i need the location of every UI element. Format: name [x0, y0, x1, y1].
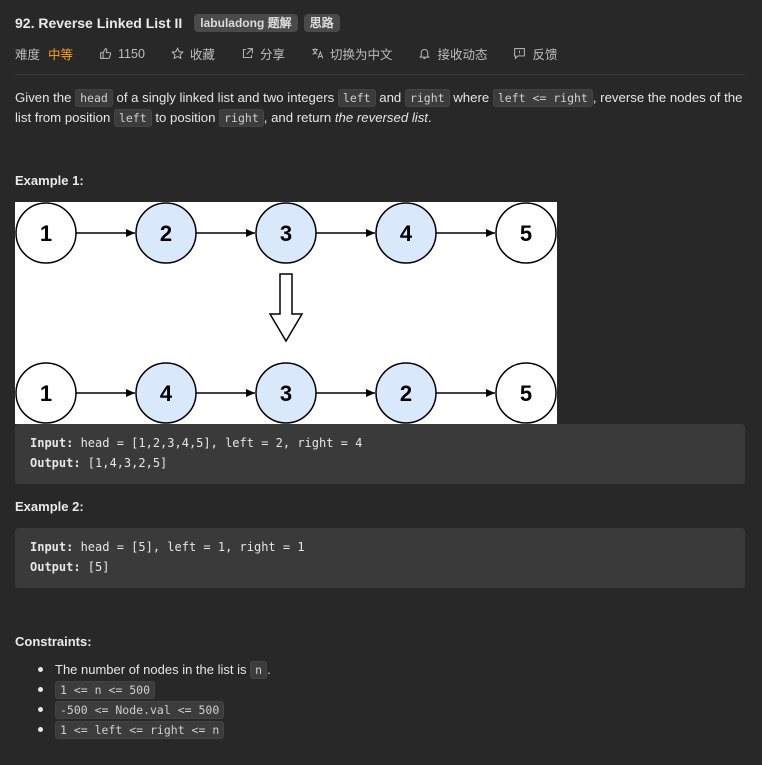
code-head: head: [75, 89, 113, 107]
example-2-output: Output: [5]: [15, 557, 745, 577]
share-label: 分享: [259, 48, 285, 62]
top-node-4: [375, 202, 437, 264]
example-1-title: Example 1:: [15, 173, 84, 188]
constraint-code: 1 <= n <= 500: [55, 681, 156, 699]
input-label: Input:: [30, 540, 74, 554]
bottom-node-label: 5: [520, 381, 532, 406]
top-node-3: [255, 202, 317, 264]
bottom-node-5: [495, 362, 557, 424]
linked-list-diagram: 1 2 3 4 5 1 4 3 2: [15, 202, 557, 424]
code-right: right: [219, 109, 264, 127]
translate-icon: [312, 48, 324, 59]
bottom-node-label: 4: [160, 381, 173, 406]
desc-text: , reverse the nodes of the list from pos…: [15, 90, 743, 125]
tag-idea[interactable]: 思路: [303, 14, 340, 32]
difficulty-badge: 中等: [48, 48, 74, 62]
top-node-2: [135, 202, 197, 264]
desc-text: and: [379, 90, 402, 105]
desc-emphasis: the reversed list: [334, 110, 428, 125]
top-node-label: 4: [400, 221, 413, 246]
example-1-output: Output: [1,4,3,2,5]: [15, 453, 745, 473]
constraint-text: The number of nodes in the list is: [55, 662, 247, 677]
share-icon: [242, 48, 253, 59]
bottom-node-4: [375, 362, 437, 424]
code-right: right: [404, 89, 450, 107]
problem-description: Given the head of a singly linked list a…: [15, 88, 745, 128]
example-2-title: Example 2:: [15, 499, 84, 514]
feedback-icon: [514, 48, 526, 60]
constraint-code: -500 <= Node.val <= 500: [55, 701, 225, 719]
share-button[interactable]: 分享: [241, 44, 285, 63]
constraint-item: -500 <= Node.val <= 500: [38, 700, 271, 720]
problem-title: 92. Reverse Linked List II: [15, 15, 183, 31]
bottom-node-label: 1: [40, 381, 52, 406]
code-left: left: [337, 89, 376, 107]
favorite-label: 收藏: [189, 48, 215, 62]
constraint-item: 1 <= left <= right <= n: [38, 720, 271, 740]
top-node-label: 5: [520, 221, 532, 246]
top-node-label: 3: [280, 221, 292, 246]
bottom-node-label: 2: [400, 381, 412, 406]
favorite-button[interactable]: 收藏: [171, 44, 215, 63]
example-1-input: Input: head = [1,2,3,4,5], left = 2, rig…: [15, 433, 745, 453]
subscribe-button[interactable]: 接收动态: [418, 44, 487, 63]
example-1-code: Input: head = [1,2,3,4,5], left = 2, rig…: [15, 424, 745, 484]
top-nodes: 1 2 3 4 5: [15, 202, 557, 264]
top-node-label: 2: [160, 221, 172, 246]
output-label: Output:: [30, 456, 81, 470]
meta-row: 难度 中等 1150 收藏 分享 切换为中文 接收动态 反馈: [15, 44, 584, 63]
feedback-label: 反馈: [532, 48, 558, 62]
constraints-title: Constraints:: [15, 634, 92, 649]
example-2-code: Input: head = [5], left = 1, right = 1 O…: [15, 528, 745, 588]
tag-labuladong[interactable]: labuladong 题解: [194, 14, 298, 32]
top-node-1: [15, 202, 77, 264]
desc-text: where: [453, 90, 490, 105]
output-value: [1,4,3,2,5]: [80, 456, 168, 470]
thumbs-up-icon: [100, 48, 112, 59]
code-left: left: [113, 109, 152, 127]
star-icon: [171, 47, 184, 60]
constraint-item: The number of nodes in the list is n.: [38, 660, 271, 680]
feedback-button[interactable]: 反馈: [513, 44, 558, 63]
switch-language-label: 切换为中文: [329, 48, 393, 62]
output-label: Output:: [30, 560, 81, 574]
switch-language-button[interactable]: 切换为中文: [311, 44, 393, 63]
example-1-diagram: 1 2 3 4 5 1 4 3 2: [15, 202, 557, 424]
title-row: 92. Reverse Linked List II labuladong 题解…: [15, 14, 340, 32]
like-button[interactable]: 1150: [99, 47, 145, 61]
desc-text: to position: [155, 110, 216, 125]
input-value: head = [1,2,3,4,5], left = 2, right = 4: [73, 436, 363, 450]
top-node-label: 1: [40, 221, 52, 246]
bottom-node-1: [15, 362, 77, 424]
desc-text: , and return: [263, 110, 332, 125]
desc-text: of a singly linked list and two integers: [116, 90, 335, 105]
output-value: [5]: [80, 560, 110, 574]
subscribe-label: 接收动态: [437, 48, 488, 62]
bottom-node-2: [135, 362, 197, 424]
bottom-node-label: 3: [280, 381, 292, 406]
desc-text: .: [427, 110, 432, 125]
down-arrow-icon: [268, 273, 304, 343]
header-divider: [15, 74, 745, 75]
bell-icon: [419, 49, 431, 59]
code-condition: left <= right: [492, 89, 593, 107]
desc-text: Given the: [15, 90, 72, 105]
constraints-list: The number of nodes in the list is n. 1 …: [38, 660, 271, 740]
constraint-text: .: [267, 662, 271, 677]
bottom-node-3: [255, 362, 317, 424]
constraint-code: 1 <= left <= right <= n: [55, 721, 225, 739]
input-value: head = [5], left = 1, right = 1: [73, 540, 305, 554]
bottom-nodes: 1 4 3 2 5: [15, 362, 557, 424]
top-node-5: [495, 202, 557, 264]
constraint-code: n: [250, 661, 268, 679]
example-2-input: Input: head = [5], left = 1, right = 1: [15, 537, 745, 557]
input-label: Input:: [30, 436, 74, 450]
constraint-item: 1 <= n <= 500: [38, 680, 271, 700]
difficulty-label: 难度: [15, 48, 41, 62]
like-count: 1150: [118, 46, 145, 61]
